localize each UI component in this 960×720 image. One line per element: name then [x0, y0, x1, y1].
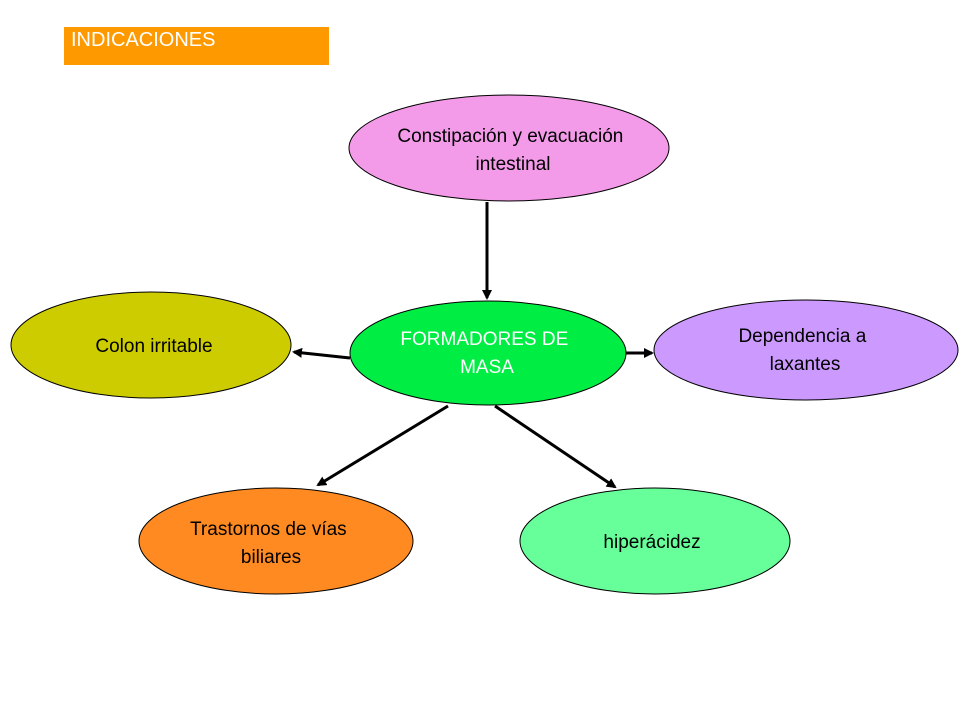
node-bottom-left-line-2: biliares [241, 547, 301, 568]
node-bottom-left: Trastornos de vías biliares [138, 487, 414, 595]
arrow-center-to-bottom-left [316, 404, 449, 487]
page-title: INDICACIONES [64, 27, 329, 65]
node-top-line-2: intestinal [476, 154, 551, 175]
svg-text:Trastornos de vías bilia: Trastornos de vías biliares [190, 519, 352, 568]
svg-text:Constipación y evacuación: Constipación y evacuación intestinal [397, 126, 628, 175]
node-bottom-right: hiperácidez [519, 487, 791, 595]
node-center-line-2: MASA [460, 357, 514, 378]
arrow-center-to-left [292, 347, 351, 360]
node-top-line-1: Constipación y evacuación [397, 126, 623, 147]
node-right-line-1: Dependencia a [738, 326, 866, 347]
svg-text:Dependencia a laxantes: Dependencia a laxantes [738, 326, 871, 375]
node-bottom-left-line-1: Trastornos de vías [190, 519, 347, 540]
svg-text:Colon irritable: Colon irritable [95, 336, 212, 357]
node-top: Constipación y evacuación intestinal [348, 94, 670, 202]
svg-text:FORMADORES DE MASA: FORMADORES DE MASA [400, 329, 573, 378]
node-left-line-1: Colon irritable [95, 336, 212, 357]
arrow-center-to-bottom-right [494, 404, 617, 489]
node-right: Dependencia a laxantes [653, 299, 959, 401]
node-left: Colon irritable [10, 291, 292, 399]
svg-text:hiperácidez: hiperácidez [603, 532, 700, 553]
node-center: FORMADORES DE MASA [349, 300, 627, 406]
node-center-line-1: FORMADORES DE [400, 329, 568, 350]
node-bottom-right-line-1: hiperácidez [603, 532, 700, 553]
node-right-line-2: laxantes [770, 354, 841, 375]
